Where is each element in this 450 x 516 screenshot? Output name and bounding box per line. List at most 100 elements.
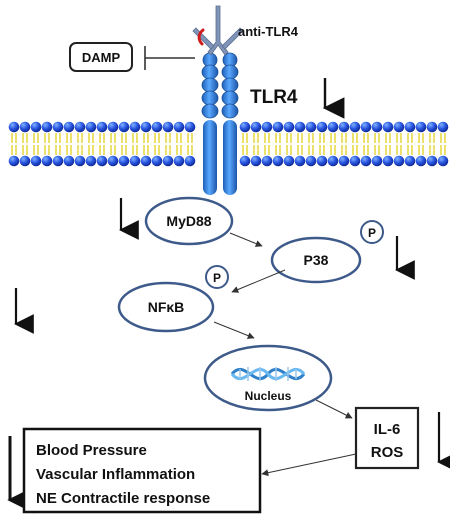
lipid-head (63, 155, 75, 167)
lipid-head (19, 155, 31, 167)
arrow-nfkb-nucleus (213, 321, 255, 339)
dna-icon (230, 367, 306, 381)
anti-tlr4-label: anti-TLR4 (238, 24, 299, 39)
lipid-head (74, 121, 86, 133)
nucleus-label: Nucleus (245, 389, 292, 403)
arrow-p38-nfkb (231, 269, 286, 293)
lipid-head (162, 121, 174, 133)
lipid-head (426, 155, 438, 167)
lipid-head (85, 121, 97, 133)
lipid-head (63, 121, 75, 133)
lipid-head (261, 155, 273, 167)
p38-node (270, 236, 362, 284)
anti-tlr4-antibody (192, 5, 244, 56)
lipid-head (327, 121, 339, 133)
lipid-head (261, 121, 273, 133)
tlr4-receptor (201, 52, 239, 195)
block-mark (197, 28, 205, 46)
lipid-head (30, 155, 42, 167)
lipid-head (316, 155, 328, 167)
lipid-head (371, 121, 383, 133)
receptor-domain-bead (201, 90, 219, 106)
lipid-head (129, 155, 141, 167)
receptor-right-chain (221, 52, 239, 119)
lipid-head (415, 155, 427, 167)
lipid-head (393, 121, 405, 133)
lipid-head (151, 121, 163, 133)
lipid-head (74, 155, 86, 167)
receptor-domain-bead (221, 77, 239, 93)
p38-label: P38 (304, 252, 329, 268)
lipid-head (404, 155, 416, 167)
receptor-left-chain (201, 52, 219, 119)
lipid-head (338, 155, 350, 167)
lipid-head (382, 121, 394, 133)
lipid-head (437, 121, 449, 133)
il6-label: IL-6 (374, 421, 401, 438)
p38-phospho-label: P (368, 226, 376, 240)
lipid-head (404, 121, 416, 133)
lipid-head (393, 155, 405, 167)
lipid-head (382, 155, 394, 167)
lipid-head (173, 155, 185, 167)
receptor-domain-bead (201, 77, 219, 93)
myd88-label: MyD88 (166, 213, 211, 229)
receptor-domain-bead (201, 64, 219, 80)
receptor-domain-bead (221, 90, 239, 106)
lipid-head (305, 121, 317, 133)
arrow-il6-outcomes (261, 453, 357, 477)
receptor-domain-bead (221, 64, 239, 80)
lipid-head (41, 155, 53, 167)
lipid-head (52, 155, 64, 167)
lipid-head (305, 155, 317, 167)
ros-label: ROS (371, 444, 404, 461)
lipid-head (349, 155, 361, 167)
tlr4-label: TLR4 (250, 87, 298, 108)
lipid-head (239, 121, 251, 133)
lipid-head (327, 155, 339, 167)
lipid-head (294, 155, 306, 167)
lipid-head (140, 121, 152, 133)
nfkb-node (117, 281, 215, 333)
lipid-head (85, 155, 97, 167)
lipid-head (107, 155, 119, 167)
cell-membrane (8, 121, 449, 167)
lipid-head (272, 155, 284, 167)
lipid-head (294, 121, 306, 133)
lipid-head (162, 155, 174, 167)
nfkb-label: NFκB (148, 299, 185, 315)
outcome-blood-pressure: Blood Pressure (36, 442, 147, 459)
lipid-head (19, 121, 31, 133)
lipid-head (41, 121, 53, 133)
lipid-head (360, 121, 372, 133)
lipid-head (250, 121, 262, 133)
lipid-head (96, 121, 108, 133)
lipid-head (250, 155, 262, 167)
lipid-head (184, 155, 196, 167)
lipid-head (118, 121, 130, 133)
lipid-head (360, 155, 372, 167)
lipid-head (349, 121, 361, 133)
receptor-left-tm (203, 120, 217, 195)
il6-ros-box (354, 406, 420, 470)
myd88-node (144, 196, 234, 246)
receptor-right-tm (223, 120, 237, 195)
lipid-head (283, 121, 295, 133)
lipid-head (30, 121, 42, 133)
receptor-domain-bead (221, 103, 239, 119)
lipid-head (96, 155, 108, 167)
lipid-head (8, 155, 20, 167)
lipid-head (151, 155, 163, 167)
damp-label: DAMP (82, 50, 121, 65)
lipid-head (437, 155, 449, 167)
lipid-head (338, 121, 350, 133)
lipid-head (173, 121, 185, 133)
outcome-vascular-inflammation: Vascular Inflammation (36, 466, 195, 483)
lipid-head (8, 121, 20, 133)
lipid-head (239, 155, 251, 167)
nfkb-phospho-badge (205, 265, 229, 289)
lipid-head (426, 121, 438, 133)
nucleus-node (203, 344, 333, 412)
arrow-nucleus-il6 (315, 399, 353, 419)
